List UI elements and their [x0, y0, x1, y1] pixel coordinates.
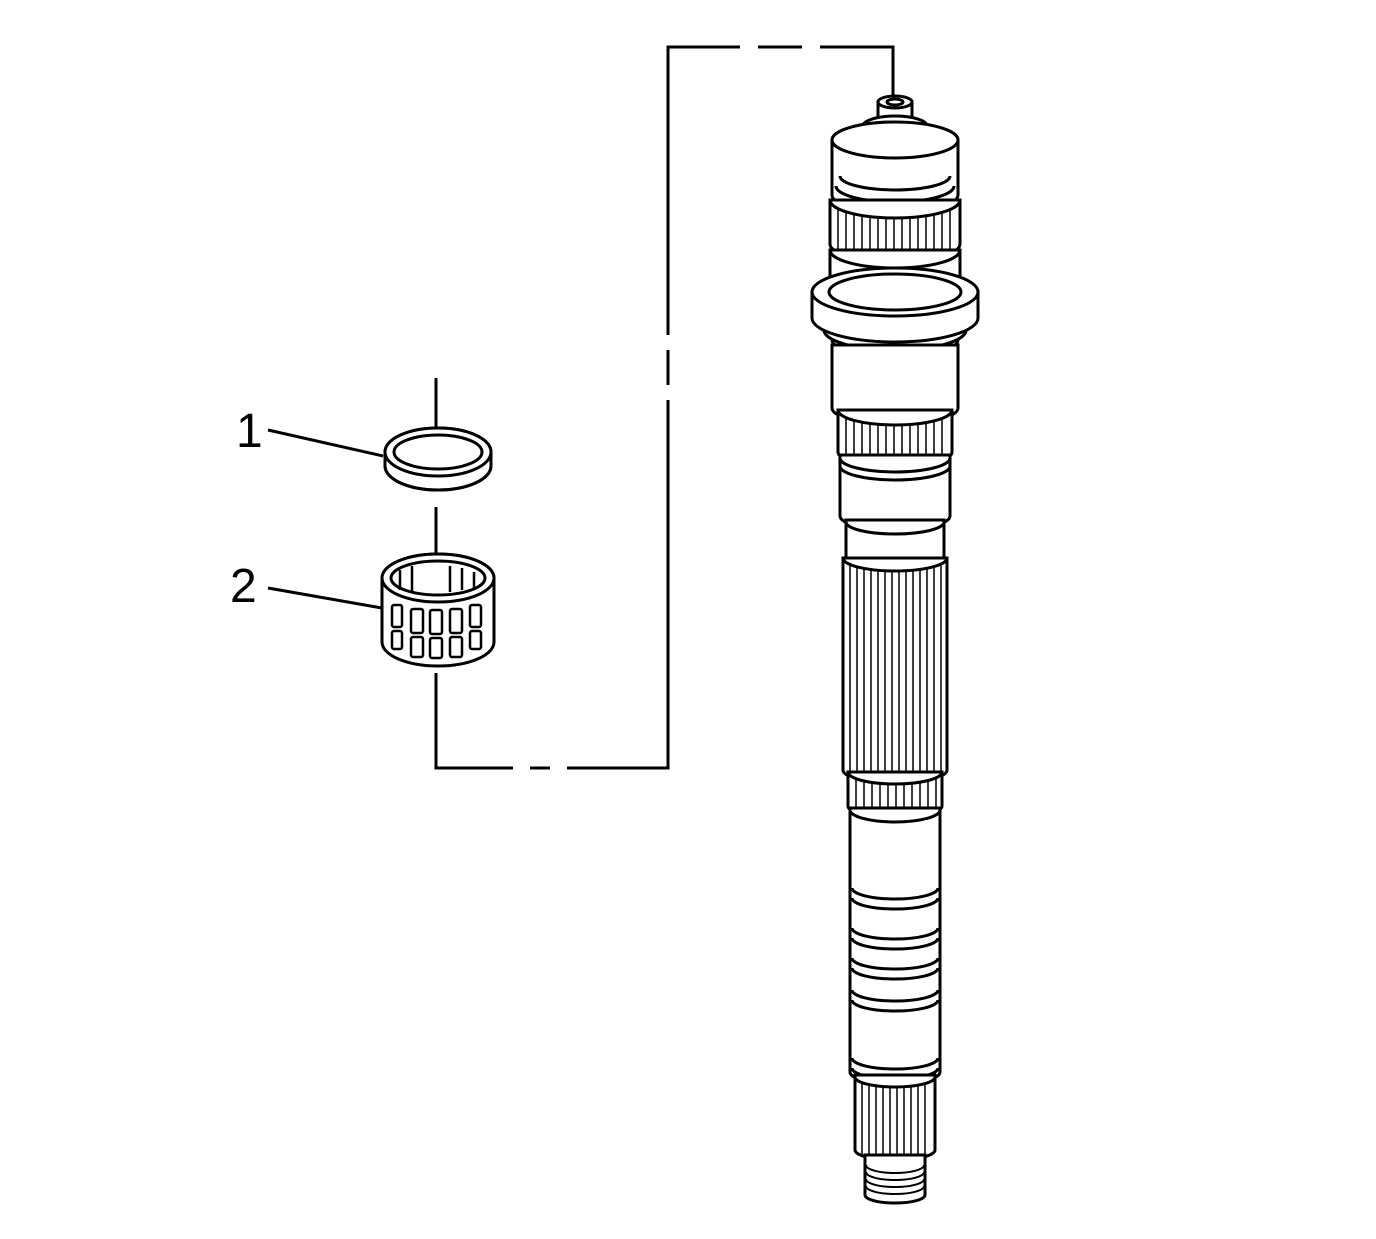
part-2-needle-bearing	[380, 552, 496, 668]
assembly-path	[434, 45, 895, 770]
groove-2	[850, 927, 940, 951]
callout-2-label: 2	[230, 560, 257, 613]
shaft-lower-journals	[848, 806, 942, 1086]
path-bottom	[434, 430, 670, 770]
groove-1	[850, 887, 940, 911]
callout-1-leader	[267, 428, 384, 458]
callout-1-label: 1	[236, 405, 263, 458]
part-1-ring	[383, 426, 493, 492]
callout-2-leader	[267, 586, 383, 610]
shaft-main-spline	[841, 556, 949, 785]
callout-1: 1	[236, 405, 384, 458]
shaft-thrust-collar	[810, 266, 980, 358]
callout-2: 2	[230, 560, 383, 613]
shaft-threaded-end	[863, 1153, 927, 1205]
groove-4	[850, 989, 940, 1013]
shaft-assembly	[810, 94, 980, 1205]
groove-3	[850, 957, 940, 981]
shaft-tail-spline	[853, 1073, 937, 1162]
path-top	[666, 45, 895, 430]
shaft-mid-spline	[836, 408, 954, 469]
